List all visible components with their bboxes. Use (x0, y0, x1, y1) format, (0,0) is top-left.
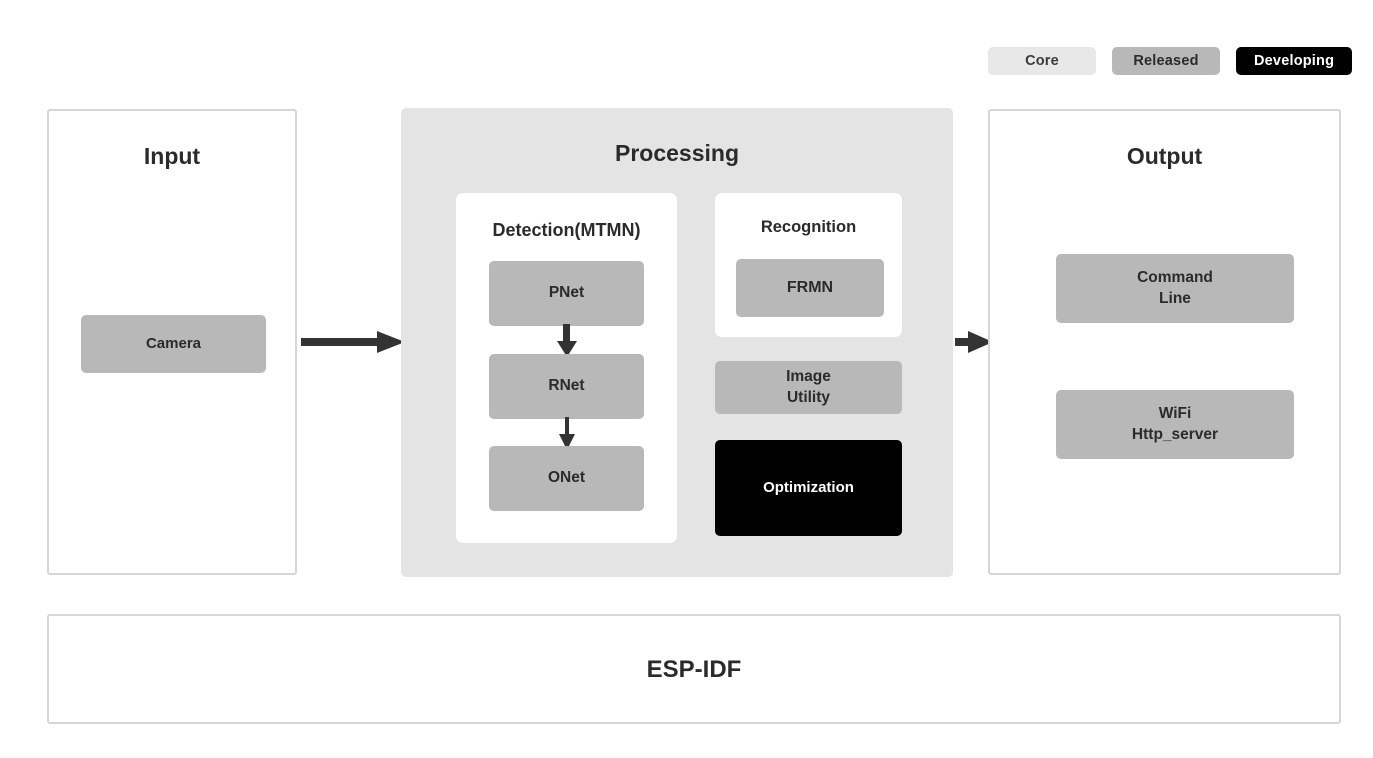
panel-title-input: Input (143, 143, 201, 169)
panel-title-output: Output (1126, 143, 1203, 169)
box-command-line[interactable]: Command Line (1056, 254, 1294, 323)
box-pnet[interactable]: PNet (489, 261, 644, 326)
panel-esp-idf: ESP-IDF (47, 614, 1341, 724)
box-camera[interactable]: Camera (81, 315, 266, 373)
legend-badge-released[interactable]: Released (1112, 47, 1220, 75)
box-image-utility[interactable]: Image Utility (715, 361, 902, 414)
subpanel-detection: Detection(MTMN) PNet RNet ONet (456, 193, 677, 543)
arrow-pnet-to-rnet (556, 324, 578, 357)
legend-badge-developing[interactable]: Developing (1236, 47, 1353, 75)
legend-label-released: Released (1133, 53, 1199, 69)
legend-label-core: Core (1025, 53, 1059, 69)
subpanel-title-detection: Detection(MTMN) (492, 220, 641, 240)
panel-title-esp-idf: ESP-IDF (646, 656, 742, 683)
box-wifi-http-server[interactable]: WiFi Http_server (1056, 390, 1294, 459)
arrow-rnet-to-onet (556, 417, 578, 450)
legend-label-developing: Developing (1254, 53, 1335, 69)
subpanel-title-recognition: Recognition (760, 218, 857, 236)
panel-title-processing: Processing (615, 140, 739, 166)
legend-badge-core[interactable]: Core (988, 47, 1096, 75)
legend: Core Released Developing (988, 47, 1353, 75)
box-onet[interactable]: ONet (489, 446, 644, 511)
box-frmn[interactable]: FRMN (736, 259, 884, 317)
panel-output: Output Command Line WiFi Http_server (988, 109, 1341, 575)
panel-processing: Processing Detection(MTMN) PNet RNet ONe… (401, 108, 953, 577)
arrow-processing-to-output (955, 329, 993, 355)
box-optimization[interactable]: Optimization (715, 440, 902, 536)
arrow-input-to-processing (301, 329, 405, 355)
panel-input: Input Camera (47, 109, 297, 575)
subpanel-recognition: Recognition FRMN (715, 193, 902, 337)
box-rnet[interactable]: RNet (489, 354, 644, 419)
